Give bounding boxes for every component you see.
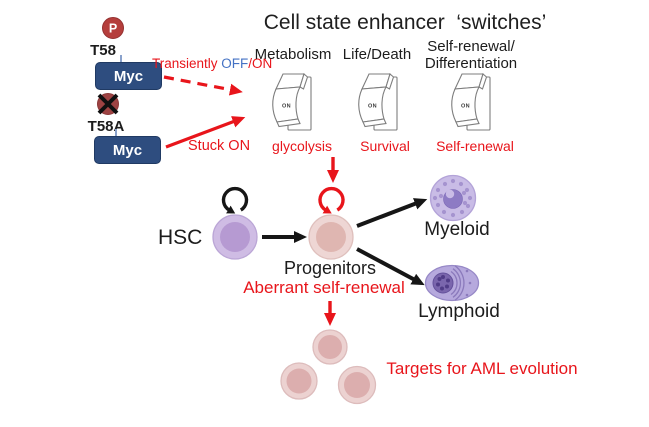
switch-state-label: ON [282, 104, 291, 110]
target-cells-cluster [280, 329, 377, 405]
switch-state-label: ON [368, 104, 377, 110]
lymphoid-label: Lymphoid [418, 301, 500, 322]
phospho-p-label: P [109, 22, 117, 36]
t58a-tick [115, 129, 117, 137]
on-text: /ON [248, 56, 273, 71]
progenitor-to-lymphoid-arrow [356, 247, 425, 286]
transiently-text: Transiently [152, 56, 222, 71]
metabolism-label: Metabolism [254, 46, 332, 63]
myc-label: Myc [112, 141, 143, 159]
mutation-x-badge [97, 93, 119, 115]
myc-label: Myc [113, 67, 144, 85]
t58-residue-label: T58 [90, 42, 116, 59]
hsc-cell [212, 214, 258, 260]
transiently-off-on-label: Transiently OFF/ON [152, 56, 272, 72]
progenitors-label: Progenitors [283, 258, 377, 278]
glycolysis-label: glycolysis [272, 138, 332, 154]
myeloid-cell [429, 174, 477, 222]
transiently-dashed-arrow [163, 75, 243, 96]
t58a-residue-label: T58A [87, 118, 125, 135]
off-text: OFF [221, 56, 249, 71]
survival-label: Survival [360, 138, 410, 154]
phospho-p-badge: P [102, 17, 124, 39]
t58-tick [120, 55, 122, 63]
switch-lifedeath-icon: ON [358, 73, 398, 131]
myc-mutant-box: Myc [94, 136, 161, 164]
myeloid-label: Myeloid [424, 219, 490, 240]
lifedeath-label: Life/Death [342, 46, 412, 63]
targets-aml-label: Targets for AML evolution [386, 359, 578, 378]
selfrenewal-output-label: Self-renewal [436, 138, 514, 154]
lymphoid-cell [424, 264, 480, 302]
progenitor-cell [308, 214, 354, 260]
switch-state-label: ON [461, 104, 470, 110]
progenitor-to-myeloid-arrow [356, 198, 428, 228]
switch-selfrenewal-icon: ON [451, 73, 491, 131]
switch-metabolism-icon: ON [272, 73, 312, 131]
hsc-label: HSC [158, 226, 203, 249]
aberrant-selfrenewal-label: Aberrant self-renewal [243, 278, 405, 297]
hsc-selfrenewal-loop [221, 186, 249, 214]
stuck-on-label: Stuck ON [188, 138, 251, 154]
selfrenewal-differentiation-label: Self-renewal/ Differentiation [424, 38, 518, 73]
page-title: Cell state enhancer ‘switches’ [263, 11, 547, 34]
progenitor-selfrenewal-loop [318, 186, 345, 214]
myc-wildtype-box: Myc [95, 62, 162, 90]
stuck-on-arrow [165, 116, 246, 149]
